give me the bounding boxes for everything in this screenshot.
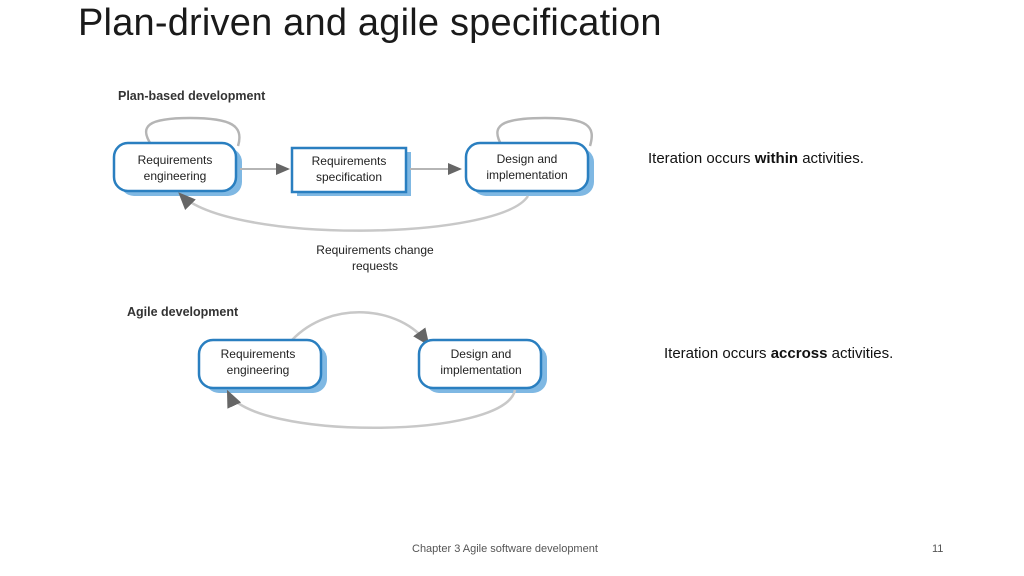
plan-req-self-loop (145, 116, 241, 163)
note-across-prefix: Iteration occurs (664, 345, 771, 362)
agile-backward-arrow (226, 389, 517, 429)
plan-design-implementation-box: Design and implementation (464, 141, 594, 196)
agile-design-implementation-box: Design and implementation (417, 338, 547, 393)
agile-label: Agile development (127, 305, 239, 319)
note-across: Iteration occurs accross activities. (664, 345, 893, 362)
plan-box1-line2: engineering (144, 169, 207, 183)
plan-box1-line1: Requirements (138, 153, 213, 167)
plan-requirements-engineering-box: Requirements engineering (112, 141, 242, 196)
note-within-prefix: Iteration occurs (648, 150, 755, 167)
plan-requirements-specification-box: Requirements specification (290, 146, 411, 196)
footer-chapter: Chapter 3 Agile software development (412, 543, 598, 555)
slide-title: Plan-driven and agile specification (78, 2, 662, 44)
plan-design-self-loop (496, 116, 593, 163)
page-number: 11 (932, 543, 944, 555)
change-request-label-line1: Requirements change (316, 243, 434, 257)
agile-box2-line1: Design and (451, 347, 512, 361)
plan-box2-line2: specification (316, 170, 382, 184)
plan-based-label: Plan-based development (118, 89, 266, 103)
plan-box3-line1: Design and (497, 152, 558, 166)
agile-box1-line2: engineering (227, 363, 290, 377)
note-within-suffix: activities. (798, 150, 864, 167)
agile-requirements-engineering-box: Requirements engineering (197, 338, 327, 393)
plan-box2-line1: Requirements (312, 154, 387, 168)
note-across-suffix: activities. (827, 345, 894, 362)
agile-box2-line2: implementation (440, 363, 521, 377)
agile-box1-line1: Requirements (221, 347, 296, 361)
plan-change-request-arrow (178, 192, 530, 232)
note-across-bold: accross (770, 345, 828, 362)
note-within: Iteration occurs within activities. (648, 150, 864, 167)
change-request-label-line2: requests (352, 259, 398, 273)
agile-forward-arrow (291, 311, 430, 347)
note-within-bold: within (754, 150, 799, 167)
plan-box3-line2: implementation (486, 168, 567, 182)
